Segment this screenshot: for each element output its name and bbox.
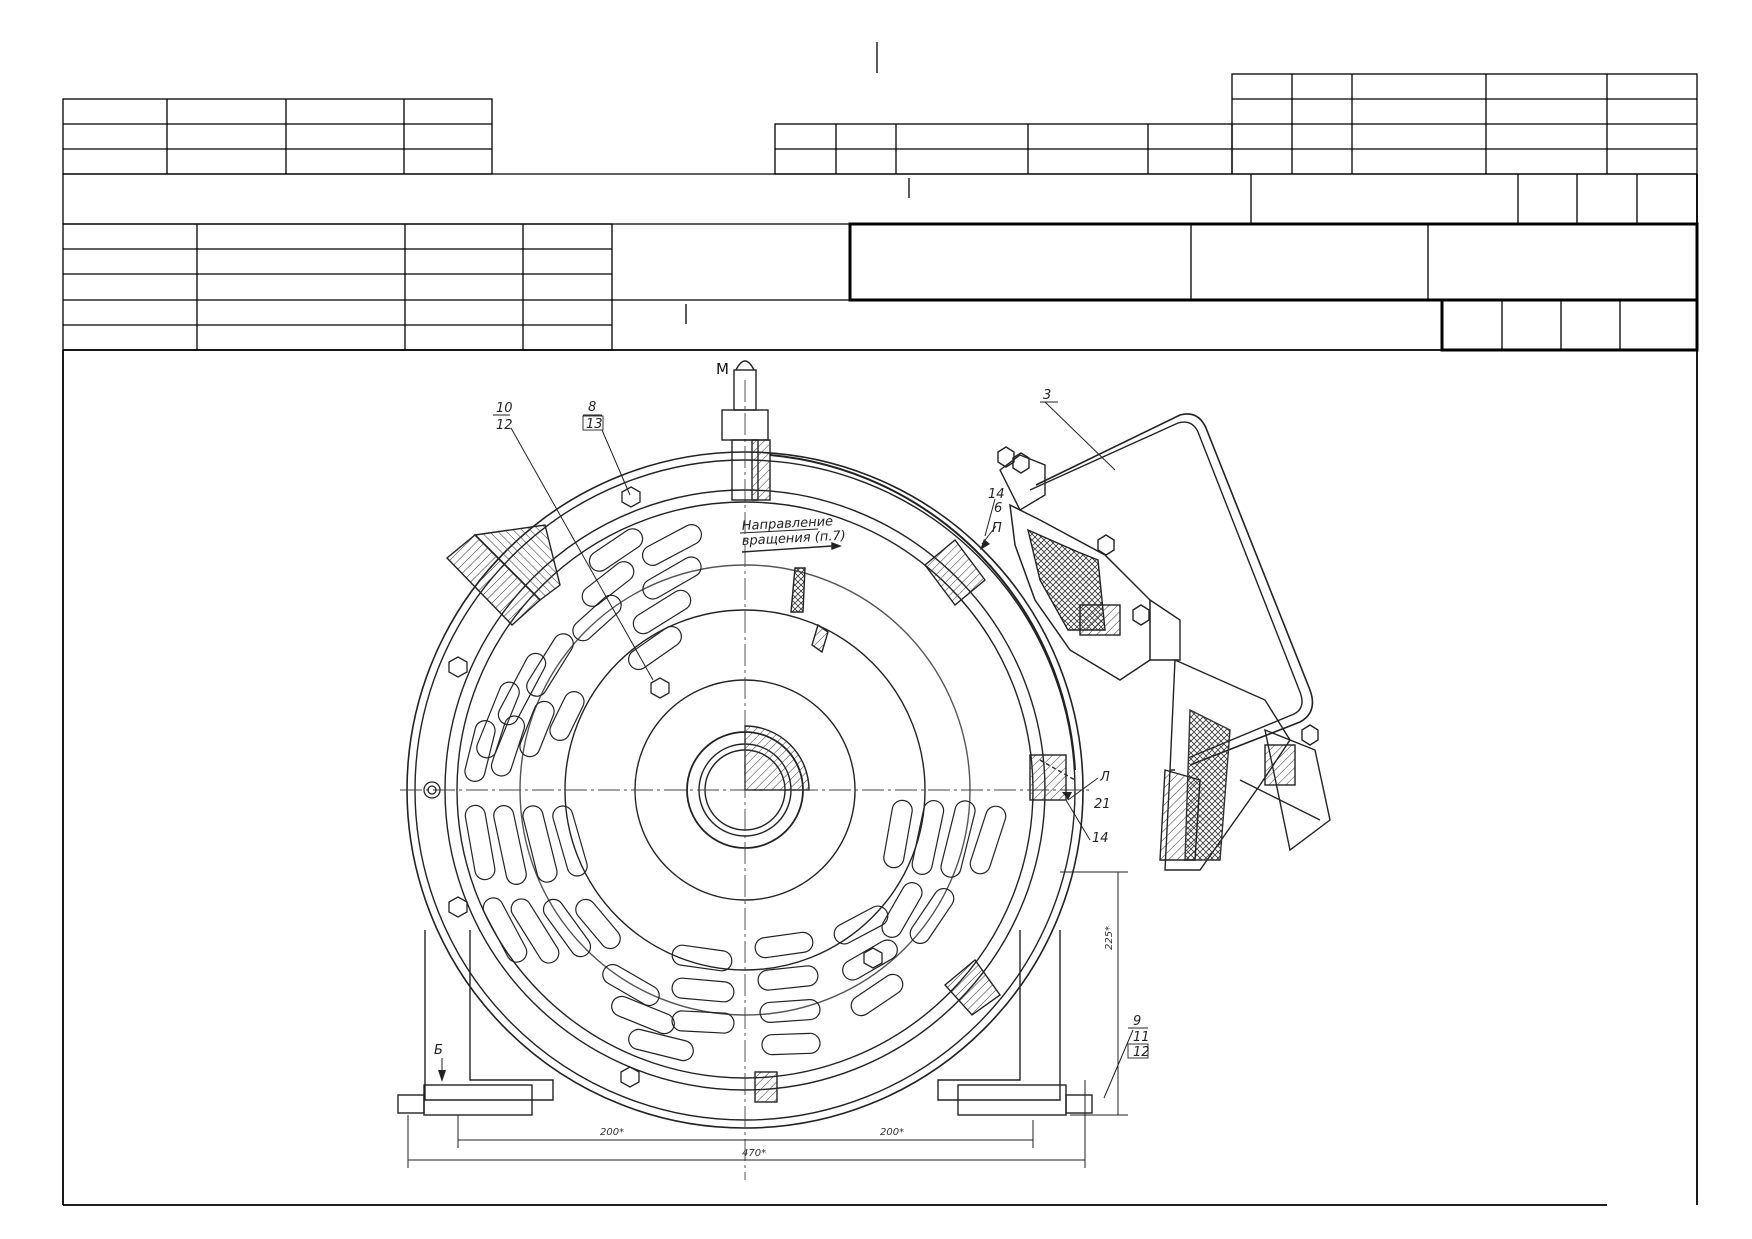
mark-m: М xyxy=(716,360,729,378)
callout-9: 9 xyxy=(1133,1014,1141,1029)
vent-slots-bottom-right xyxy=(754,799,1007,1056)
motor-drawing xyxy=(397,360,1331,1180)
callout-13: 13 xyxy=(586,417,603,432)
mark-b: Б xyxy=(434,1043,443,1058)
centre-lines xyxy=(400,380,1090,1180)
terminal-box xyxy=(997,413,1331,871)
dim-225: 225* xyxy=(1104,926,1115,950)
shaft-section xyxy=(744,725,810,791)
title-band xyxy=(62,173,1698,225)
callout-10: 10 xyxy=(496,401,513,416)
table-top-right xyxy=(774,73,1698,175)
dimension-lines xyxy=(407,871,1128,1168)
vent-slots-top-left xyxy=(464,524,703,782)
callout-8: 8 xyxy=(588,400,596,415)
lifting-eye xyxy=(721,360,771,501)
motor-feet xyxy=(397,930,1093,1116)
frame-sections xyxy=(445,524,1067,1103)
callout-11: 11 xyxy=(1133,1030,1150,1045)
dim-470: 470* xyxy=(742,1148,766,1159)
callout-3: 3 xyxy=(1043,388,1051,403)
end-shield-bolts xyxy=(423,486,883,1088)
title-block xyxy=(62,42,1699,1206)
leader-lines xyxy=(438,401,1134,1099)
callout-12-bottom: 12 xyxy=(1133,1045,1150,1060)
rotation-note-line2: вращения (п.7) xyxy=(741,529,846,549)
dim-200-left: 200* xyxy=(600,1127,624,1138)
table-bold xyxy=(848,222,1699,352)
callout-12: 12 xyxy=(496,418,513,433)
table-lower-left xyxy=(62,223,1697,351)
callout-14-bottom: 14 xyxy=(1092,831,1109,846)
callout-21: 21 xyxy=(1094,797,1111,812)
rotation-arrow xyxy=(741,541,842,553)
drawing-labels: М Б Л П 10 12 8 13 3 14 6 21 14 9 11 12 … xyxy=(434,360,1150,1159)
vent-slots-bottom-left xyxy=(464,804,735,1062)
dim-200-right: 200* xyxy=(880,1127,904,1138)
table-top-left xyxy=(62,98,493,175)
foot-bolt-right xyxy=(1065,1094,1093,1114)
callout-6: 6 xyxy=(994,501,1002,516)
foot-bolt-left xyxy=(397,1094,425,1114)
mark-l: Л xyxy=(1099,770,1110,785)
callout-14-top: 14 xyxy=(988,487,1005,502)
mark-p: П xyxy=(992,521,1002,536)
